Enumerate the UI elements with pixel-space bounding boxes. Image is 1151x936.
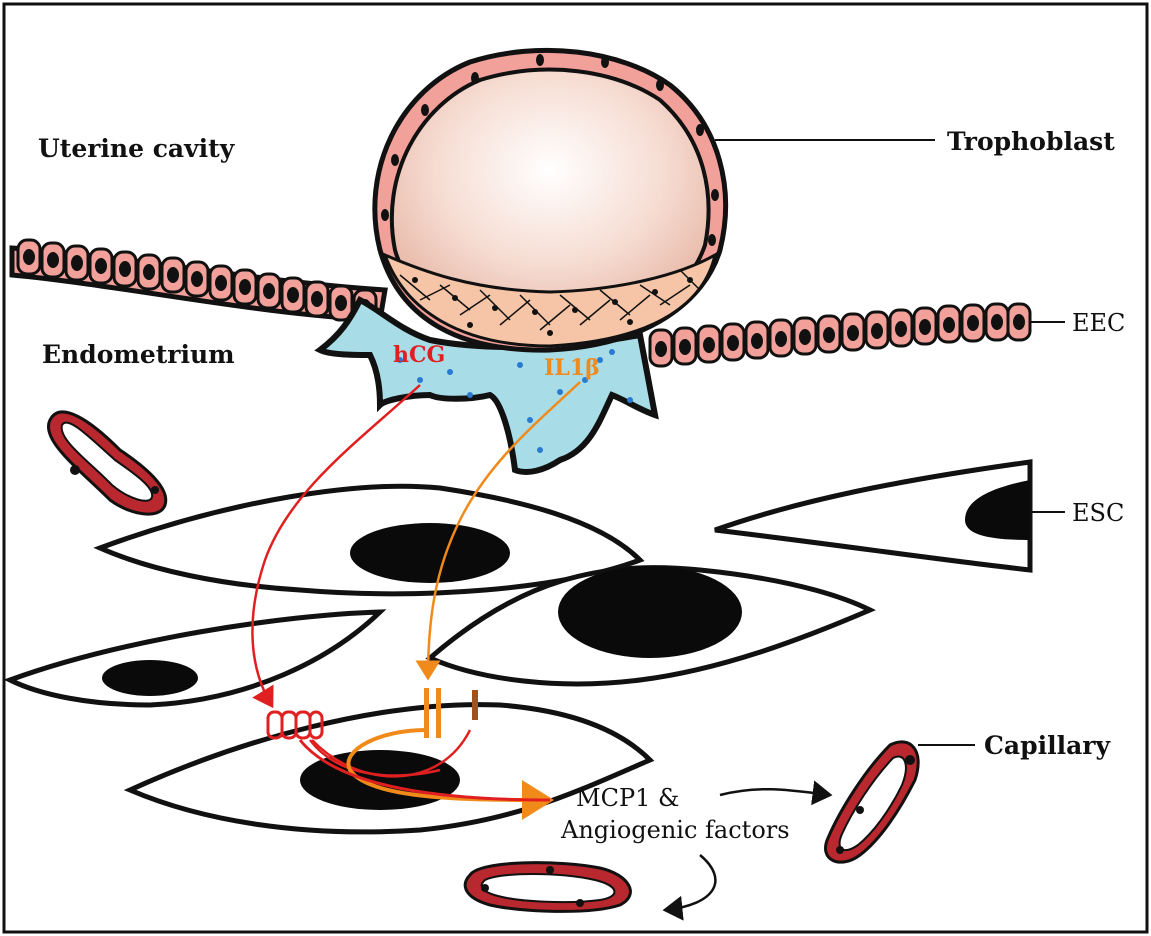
stromal-nucleus-1: [350, 523, 510, 583]
label-hcg: hCG: [393, 342, 445, 368]
stromal-nucleus-2: [558, 566, 742, 658]
label-product-line1: MCP1 &: [576, 784, 679, 812]
label-eec: EEC: [1072, 309, 1125, 337]
label-endometrium: Endometrium: [42, 340, 235, 369]
capillary-bottom: [465, 863, 630, 912]
label-trophoblast: Trophoblast: [947, 127, 1115, 156]
label-il1b: IL1β: [544, 355, 600, 381]
stromal-nucleus-3: [102, 660, 198, 696]
label-product-line2: Angiogenic factors: [560, 816, 790, 844]
label-capillary: Capillary: [984, 731, 1111, 760]
stromal-nucleus-5: [300, 750, 460, 810]
label-esc: ESC: [1072, 499, 1124, 527]
label-uterine-cavity: Uterine cavity: [38, 134, 236, 163]
blastocyst: [375, 50, 726, 350]
